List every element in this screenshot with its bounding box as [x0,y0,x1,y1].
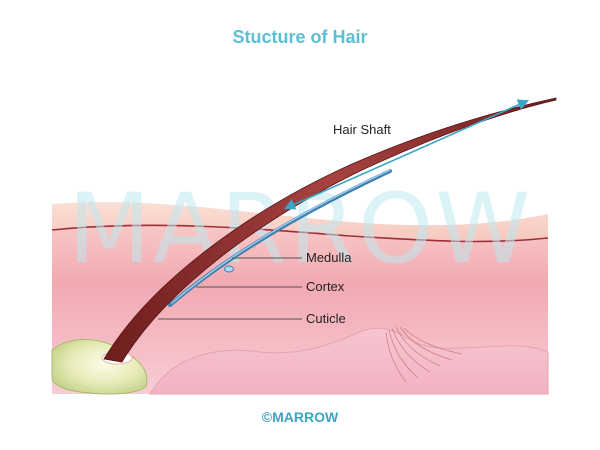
diagram-title: Stucture of Hair [232,27,368,47]
hair-shaft-label: Hair Shaft [333,122,391,137]
cuticle-label: Cuticle [306,311,346,326]
skin-section [51,201,549,395]
epidermis-border [51,224,549,243]
medulla-label: Medulla [306,250,352,265]
lower-tissue [149,327,549,395]
muscle-fibers [385,326,463,383]
hair-shaft-body [103,97,557,363]
credit-text: ©MARROW [261,409,339,425]
hair-shaft-arrow [283,99,530,210]
epidermis-layer [52,201,548,242]
medulla-dot [224,265,234,273]
cortex-label: Cortex [306,279,345,294]
